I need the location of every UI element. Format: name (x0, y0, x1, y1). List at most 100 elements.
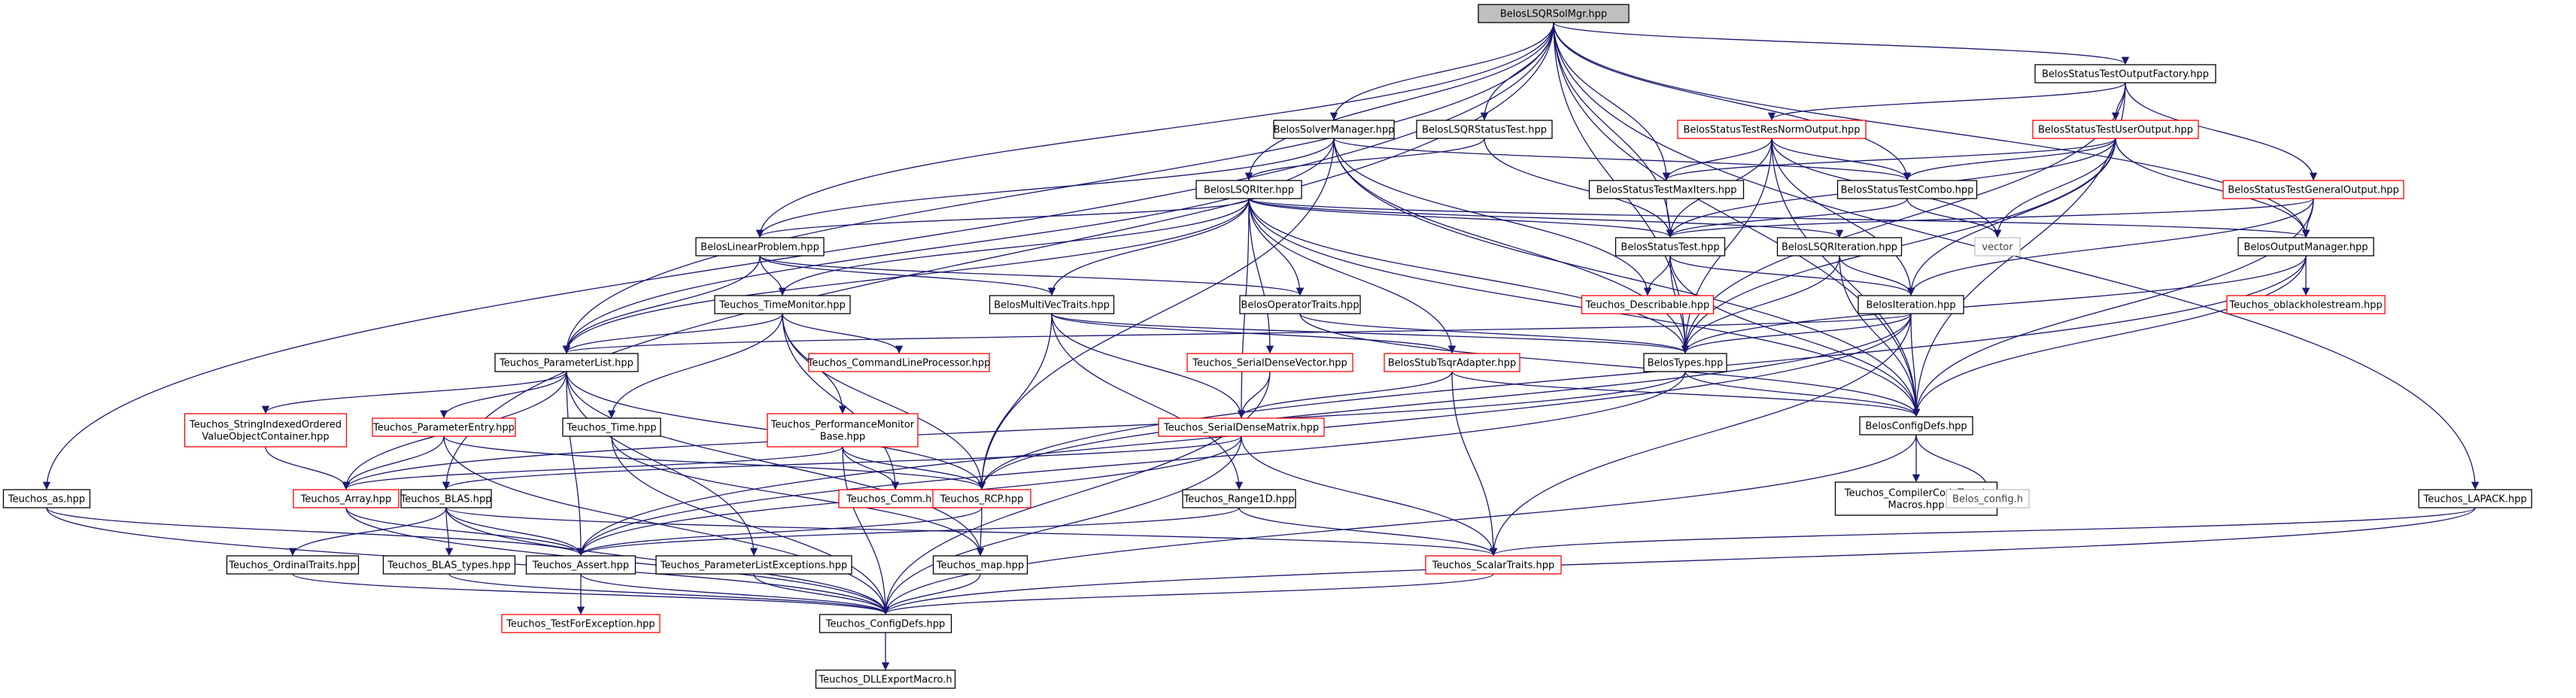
include-edge-solvermgr-to-describable (1333, 138, 1652, 296)
node-label: Teuchos_Assert.hpp (532, 560, 629, 572)
include-edge-as-to-assert (46, 507, 585, 557)
include-edge-perfmon-to-rcp (842, 446, 986, 490)
node-paramentry[interactable]: Teuchos_ParameterEntry.hpp (372, 417, 516, 437)
node-paramlist[interactable]: Teuchos_ParameterList.hpp (494, 353, 639, 372)
node-useroutput[interactable]: BelosStatusTestUserOutput.hpp (2032, 120, 2199, 139)
node-lapack[interactable]: Teuchos_LAPACK.hpp (2418, 489, 2532, 508)
node-vector[interactable]: vector (1974, 237, 2021, 256)
include-edge-range1d-to-scalartraits (1238, 507, 1498, 557)
include-edge-blas-to-scalartraits (445, 507, 1497, 557)
node-blastypes[interactable]: Teuchos_BLAS_types.hpp (382, 555, 516, 575)
include-edge-root-to-combo (1553, 22, 1912, 181)
node-stubtsqr[interactable]: BelosStubTsqrAdapter.hpp (1384, 353, 1520, 372)
node-range1d[interactable]: Teuchos_Range1D.hpp (1182, 489, 1296, 508)
include-edge-multivec-to-serialmat (1051, 313, 1246, 419)
include-edge-lsqriter-to-serialvec (1248, 198, 1274, 354)
node-tconfigdefs[interactable]: Teuchos_ConfigDefs.hpp (819, 614, 952, 633)
node-box (382, 555, 516, 575)
node-outputmgr[interactable]: BelosOutputManager.hpp (2237, 237, 2374, 256)
node-as[interactable]: Teuchos_as.hpp (2, 489, 91, 508)
include-edge-timemon-to-time (607, 313, 783, 419)
node-assert[interactable]: Teuchos_Assert.hpp (525, 555, 636, 575)
node-time[interactable]: Teuchos_Time.hpp (562, 417, 661, 437)
include-edge-combo-to-vector (1906, 198, 2002, 238)
include-edge-solvermgr-to-rcp (977, 138, 1335, 490)
include-edge-solvermgr-to-combo (1333, 138, 1911, 181)
include-edge-lsqriter-to-lsqriteration (1248, 198, 1843, 238)
node-statustest[interactable]: BelosStatusTest.hpp (1615, 237, 1726, 256)
node-label: Teuchos_Comm.hpp (846, 494, 944, 505)
node-timemon[interactable]: Teuchos_TimeMonitor.hpp (714, 295, 851, 314)
node-iteration[interactable]: BelosIteration.hpp (1858, 295, 1964, 314)
include-edge-iteration-to-belostypes (1681, 313, 1912, 354)
node-rcp[interactable]: Teuchos_RCP.hpp (932, 489, 1031, 508)
include-edge-opertraits-to-belostypes (1299, 313, 1690, 354)
node-genoutput[interactable]: BelosStatusTestGeneralOutput.hpp (2222, 180, 2404, 199)
node-label: BelosConfigDefs.hpp (1865, 421, 1967, 432)
include-edge-stubtsqr-to-serialmat (1237, 371, 1453, 419)
include-edge-belostypes-to-configdefs (1684, 371, 1921, 417)
node-solvermgr[interactable]: BelosSolverManager.hpp (1273, 120, 1395, 139)
node-linprob[interactable]: BelosLinearProblem.hpp (695, 237, 825, 256)
node-label: Teuchos_Array.hpp (300, 494, 392, 505)
node-root[interactable]: BelosLSQRSolMgr.hpp (1478, 4, 1630, 23)
include-edge-outputmgr-to-configdefs (1912, 255, 2307, 417)
node-lsqriter[interactable]: BelosLSQRIter.hpp (1195, 180, 1302, 199)
node-box (1158, 417, 1325, 437)
node-testforexc[interactable]: Teuchos_TestForException.hpp (501, 614, 661, 633)
node-combo[interactable]: BelosStatusTestCombo.hpp (1836, 180, 1978, 199)
include-edge-root-to-outfact (1553, 22, 2129, 65)
node-label: Teuchos_OrdinalTraits.hpp (228, 560, 356, 572)
node-label: Teuchos_BLAS_types.hpp (387, 560, 510, 572)
include-edge-map-to-tconfigdefs (881, 573, 981, 615)
node-box (932, 555, 1028, 575)
node-oblack[interactable]: Teuchos_oblackholestream.hpp (2226, 295, 2386, 314)
include-edge-time-to-map (611, 435, 985, 557)
node-maxiters[interactable]: BelosStatusTestMaxIters.hpp (1588, 180, 1745, 199)
node-opertraits[interactable]: BelosOperatorTraits.hpp (1239, 295, 1361, 314)
node-serialvec[interactable]: Teuchos_SerialDenseVector.hpp (1186, 353, 1353, 372)
node-box (293, 489, 399, 508)
include-edge-resnorm-to-iteration (1771, 138, 1915, 296)
node-belosconfigh[interactable]: Belos_config.h (1946, 489, 2030, 508)
node-box (2226, 295, 2386, 314)
node-resnorm[interactable]: BelosStatusTestResNormOutput.hpp (1677, 120, 1867, 139)
include-edge-root-to-configdefs (1553, 22, 1921, 417)
node-dllexport[interactable]: Teuchos_DLLExportMacro.h (815, 669, 956, 689)
node-scalartraits[interactable]: Teuchos_ScalarTraits.hpp (1425, 555, 1562, 575)
node-strindexed[interactable]: Teuchos_StringIndexedOrderedValueObjectC… (184, 413, 348, 448)
node-lsqrst[interactable]: BelosLSQRStatusTest.hpp (1416, 120, 1553, 139)
node-multivec[interactable]: BelosMultiVecTraits.hpp (989, 295, 1115, 314)
node-configdefs[interactable]: BelosConfigDefs.hpp (1859, 416, 1973, 435)
node-box (494, 353, 639, 372)
node-cmdline[interactable]: Teuchos_CommandLineProcessor.hpp (807, 353, 991, 372)
node-label: Teuchos_map.hpp (936, 560, 1024, 572)
node-label: Teuchos_ParameterList.hpp (499, 358, 633, 369)
node-map[interactable]: Teuchos_map.hpp (932, 555, 1028, 575)
node-describable[interactable]: Teuchos_Describable.hpp (1581, 295, 1715, 314)
include-edge-serialmat-to-scalartraits (1241, 435, 1498, 557)
node-ordinal[interactable]: Teuchos_OrdinalTraits.hpp (226, 555, 360, 575)
include-edge-lapack-to-tconfigdefs (882, 507, 2476, 615)
include-edge-timemon-to-comm (782, 313, 900, 490)
include-edge-belostypes-to-assert (576, 371, 1686, 557)
node-label: BelosStatusTestGeneralOutput.hpp (2228, 185, 2399, 196)
node-plexceptions[interactable]: Teuchos_ParameterListExceptions.hpp (655, 555, 852, 575)
node-blas[interactable]: Teuchos_BLAS.hpp (399, 489, 492, 508)
node-lsqriteration[interactable]: BelosLSQRIteration.hpp (1776, 237, 1903, 256)
node-label: BelosStatusTestMaxIters.hpp (1596, 185, 1736, 196)
node-label: Teuchos_ParameterListExceptions.hpp (660, 560, 848, 572)
node-box (819, 614, 952, 633)
node-outfact[interactable]: BelosStatusTestOutputFactory.hpp (2034, 64, 2216, 83)
node-box (1946, 489, 2030, 508)
node-array[interactable]: Teuchos_Array.hpp (293, 489, 399, 508)
node-label: BelosLSQRStatusTest.hpp (1422, 125, 1547, 136)
node-box (1677, 120, 1867, 139)
include-edge-lsqriter-to-opertraits (1248, 198, 1305, 296)
include-edge-solvermgr-to-paramlist (562, 138, 1335, 354)
node-serialmat[interactable]: Teuchos_SerialDenseMatrix.hpp (1158, 417, 1325, 437)
node-belostypes[interactable]: BelosTypes.hpp (1643, 353, 1727, 372)
include-edge-useroutput-to-outputmgr (2115, 138, 2310, 238)
